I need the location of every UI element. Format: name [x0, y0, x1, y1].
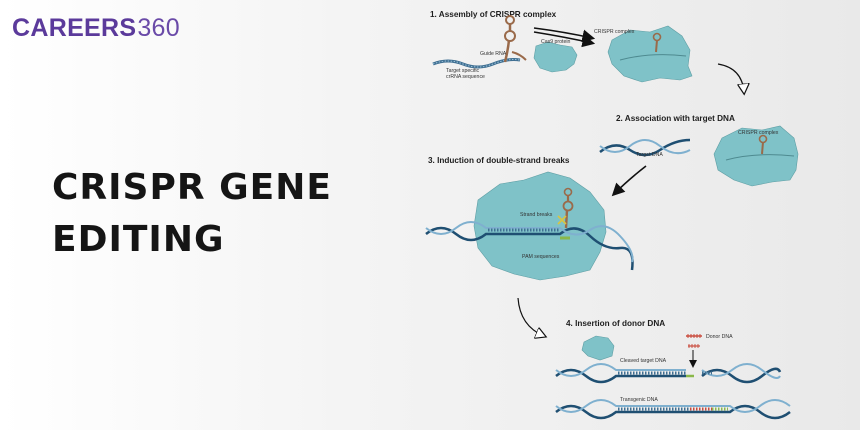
page-headline: CRISPR GENE EDITING: [52, 162, 412, 266]
step-3-title: 3. Induction of double-strand breaks: [428, 156, 570, 165]
target-dna-strand: [599, 138, 691, 157]
strand-break-marks: [557, 215, 567, 225]
cas9-protein-small: [533, 41, 578, 73]
guide-rna-label: Guide RNA: [480, 51, 507, 57]
target-specific-label: Target specific: [446, 68, 480, 74]
cleaved-target-dna-label: Cleaved target DNA: [620, 358, 667, 364]
transgenic-dna-label: Transgenic DNA: [620, 397, 658, 403]
donor-dna-fragment: [686, 334, 702, 348]
crispr-complex-3: [473, 171, 607, 281]
crispr-complex-1: [607, 25, 693, 83]
released-cas9-protein: [581, 335, 615, 361]
headline-line-2: EDITING: [52, 219, 225, 260]
crrna-sequence-label: crRNA sequence: [446, 74, 485, 80]
assembly-arrow-2: [533, 31, 596, 48]
curved-arrow-1-to-2: [717, 63, 744, 92]
cas9-protein-label: Cas9 protein: [541, 39, 571, 45]
transgenic-dna: [555, 399, 791, 420]
logo-brand-text: CAREERS: [12, 14, 137, 42]
careers360-logo: CAREERS360: [12, 14, 180, 42]
logo-number-text: 360: [137, 14, 180, 42]
crispr-complex-label-2: CRISPR complex: [738, 130, 779, 136]
guide-rna-hairpin: [503, 15, 527, 63]
step-2-title: 2. Association with target DNA: [616, 114, 735, 123]
cleaved-target-dna: [555, 363, 782, 384]
pam-sequences-label: PAM sequences: [522, 254, 560, 260]
headline-line-1: CRISPR GENE: [52, 167, 332, 208]
crispr-complex-2: [713, 125, 799, 187]
donor-dna-label: Donor DNA: [706, 334, 733, 340]
arrow-2-to-3: [611, 165, 647, 197]
step-3-hairpin: [562, 187, 574, 229]
target-dna-label: Target DNA: [636, 152, 663, 158]
step-3-dna: [425, 221, 634, 271]
guide-rna-strand: [432, 58, 521, 69]
complex-1-hairpin: [652, 32, 662, 53]
strand-breaks-label: Strand breaks: [520, 212, 553, 218]
step-1-title: 1. Assembly of CRISPR complex: [430, 10, 557, 19]
crispr-complex-label-1: CRISPR complex: [594, 29, 635, 35]
step-4-title: 4. Insertion of donor DNA: [566, 319, 665, 328]
complex-2-hairpin: [758, 134, 768, 155]
curved-arrow-3-to-4: [517, 297, 544, 336]
